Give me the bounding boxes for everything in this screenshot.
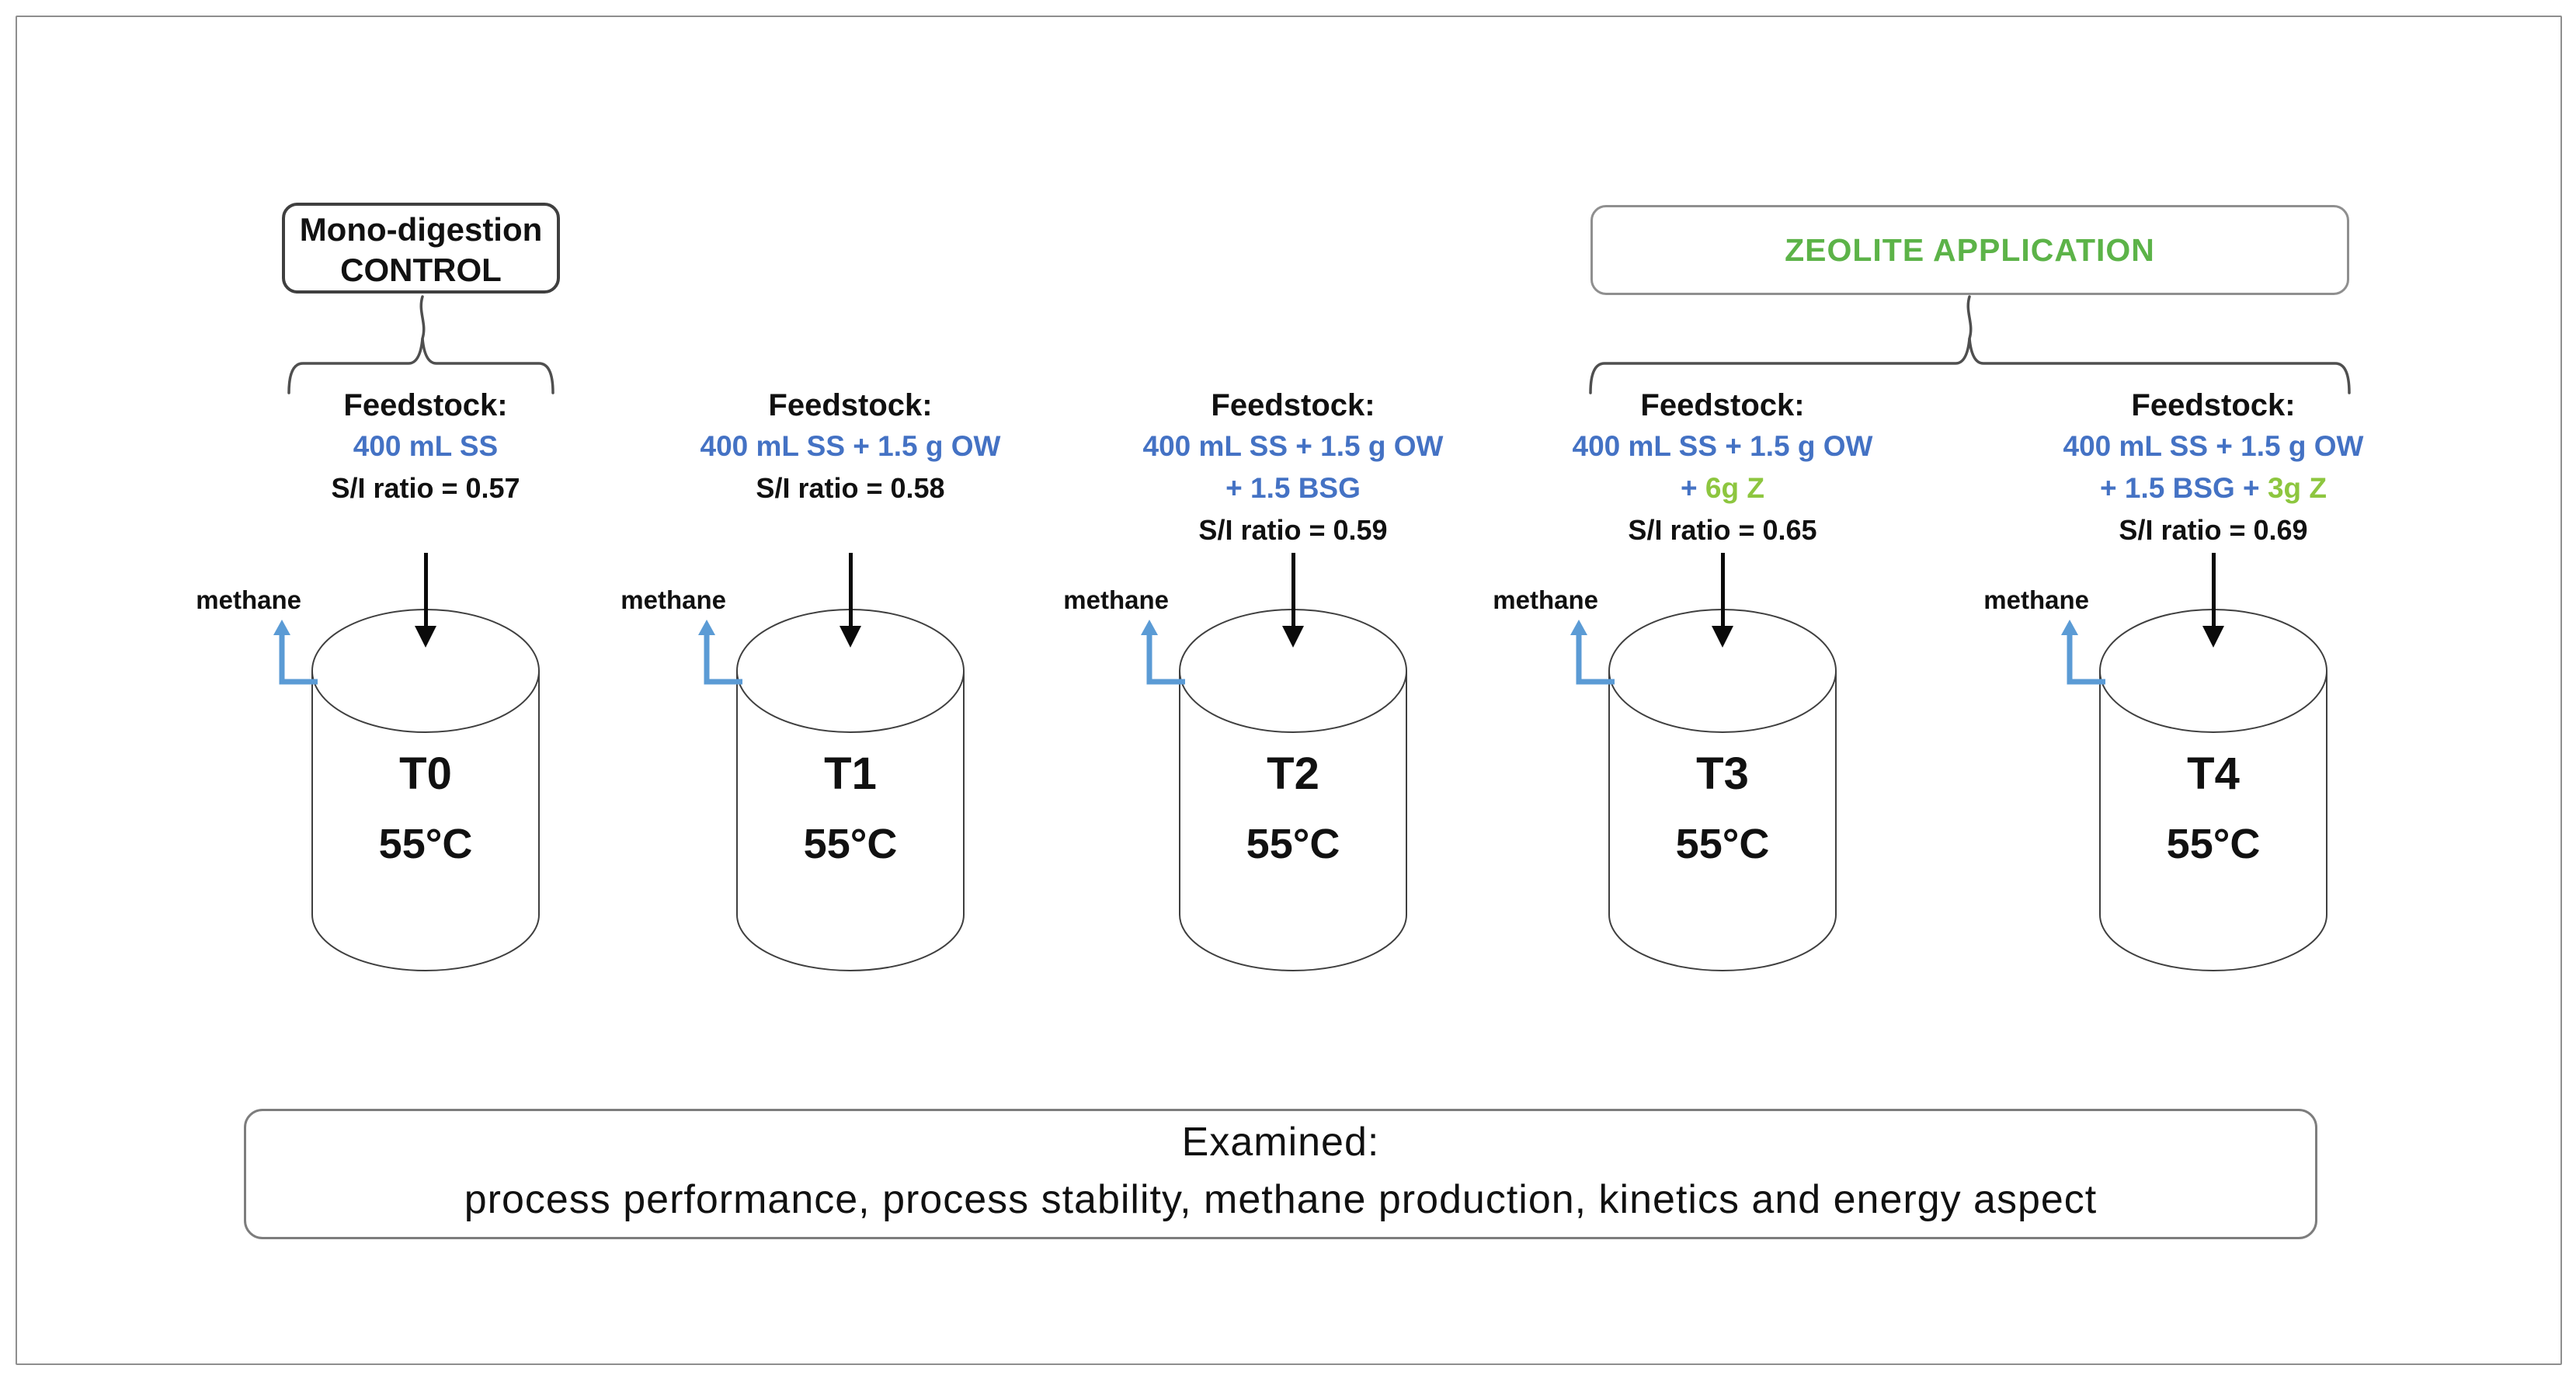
reactor-cylinder: T0 55°C methane bbox=[196, 585, 542, 995]
si-ratio-label: S/I ratio = 0.58 bbox=[756, 472, 945, 504]
methane-label: methane bbox=[1983, 585, 2089, 614]
examined-text: process performance, process stability, … bbox=[464, 1177, 2098, 1222]
feedstock-lines: 400 mL SS + 1.5 g OW + 1.5 BSG + 3g Z bbox=[2063, 426, 2364, 509]
zeolite-brace-connector bbox=[1966, 295, 1973, 340]
methane-outlet-arrow bbox=[698, 620, 742, 685]
feedstock-line: 400 mL SS + 1.5 g OW bbox=[1142, 430, 1444, 462]
reactor-cylinder: T1 55°C methane bbox=[621, 585, 967, 995]
feedstock-block: Feedstock: 400 mL SS + 1.5 g OW + 1.5 BSG… bbox=[1143, 385, 1444, 551]
feedstock-heading: Feedstock: bbox=[768, 388, 933, 422]
si-ratio-label: S/I ratio = 0.69 bbox=[2119, 514, 2308, 546]
feedstock-lines: 400 mL SS + 1.5 g OW + 6g Z bbox=[1573, 426, 1873, 509]
feedstock-line: 400 mL SS bbox=[353, 430, 499, 462]
feedstock-block: Feedstock: 400 mL SS + 1.5 g OW + 1.5 BSG… bbox=[2063, 385, 2364, 551]
si-ratio-label: S/I ratio = 0.59 bbox=[1198, 514, 1388, 546]
methane-label: methane bbox=[621, 585, 726, 614]
feedstock-block: Feedstock: 400 mL SS + 1.5 g OW + 6g Z S/… bbox=[1573, 385, 1873, 551]
feedstock-lines: 400 mL SS + 1.5 g OW + 1.5 BSG bbox=[1143, 426, 1444, 509]
control-group-label-line1: Mono-digestion bbox=[299, 211, 543, 248]
zeolite-group-box: ZEOLITE APPLICATION bbox=[1590, 205, 2349, 295]
si-ratio-label: S/I ratio = 0.65 bbox=[1628, 514, 1817, 546]
reactor-temperature: 55°C bbox=[378, 821, 473, 867]
methane-outlet-arrow bbox=[1570, 620, 1615, 685]
feedstock-block: Feedstock: 400 mL SS + 1.5 g OW S/I rati… bbox=[700, 385, 1001, 509]
reactor-temperature: 55°C bbox=[2166, 821, 2261, 867]
feedstock-line: + 6g Z bbox=[1681, 472, 1764, 504]
feedstock-line: 400 mL SS + 1.5 g OW bbox=[700, 430, 1001, 462]
reactor-temperature: 55°C bbox=[1675, 821, 1770, 867]
reactor-name: T0 bbox=[399, 749, 452, 799]
reactor-name: T3 bbox=[1696, 749, 1749, 799]
reactor-cylinder: T3 55°C methane bbox=[1493, 585, 1839, 995]
reactor-cylinder: T4 55°C methane bbox=[1983, 585, 2330, 995]
reactor-name: T4 bbox=[2187, 749, 2240, 799]
cylinder-shape bbox=[2099, 609, 2327, 971]
methane-outlet-arrow bbox=[2061, 620, 2105, 685]
feedstock-line: + 1.5 BSG bbox=[1225, 472, 1361, 504]
methane-outlet-arrow bbox=[273, 620, 318, 685]
si-ratio-label: S/I ratio = 0.57 bbox=[331, 472, 520, 504]
control-brace-connector bbox=[419, 295, 426, 340]
control-group-label-line2: CONTROL bbox=[340, 252, 502, 288]
reactor-cylinder: T2 55°C methane bbox=[1063, 585, 1410, 995]
feedstock-heading: Feedstock: bbox=[2131, 388, 2296, 422]
reactor-temperature: 55°C bbox=[1246, 821, 1340, 867]
zeolite-brace bbox=[1589, 338, 2351, 394]
reactor-name: T2 bbox=[1267, 749, 1319, 799]
feedstock-block: Feedstock: 400 mL SS S/I ratio = 0.57 bbox=[331, 385, 520, 509]
feedstock-line: + 1.5 BSG + 3g Z bbox=[2099, 472, 2327, 504]
feedstock-heading: Feedstock: bbox=[1211, 388, 1375, 422]
outer-frame bbox=[16, 16, 2562, 1365]
examined-box: Examined: process performance, process s… bbox=[244, 1109, 2317, 1239]
control-group-box: Mono-digestion CONTROL bbox=[282, 203, 560, 294]
zeolite-group-label: ZEOLITE APPLICATION bbox=[1785, 231, 2155, 268]
feedstock-heading: Feedstock: bbox=[1640, 388, 1805, 422]
feedstock-heading: Feedstock: bbox=[343, 388, 508, 422]
methane-outlet-arrow bbox=[1141, 620, 1185, 685]
feedstock-lines: 400 mL SS bbox=[331, 426, 520, 467]
methane-label: methane bbox=[1493, 585, 1598, 614]
feedstock-lines: 400 mL SS + 1.5 g OW bbox=[700, 426, 1001, 467]
reactor-name: T1 bbox=[824, 749, 877, 799]
feedstock-line: 400 mL SS + 1.5 g OW bbox=[2063, 430, 2364, 462]
examined-heading: Examined: bbox=[1181, 1120, 1380, 1165]
reactor-temperature: 55°C bbox=[803, 821, 898, 867]
control-brace bbox=[287, 338, 554, 394]
methane-label: methane bbox=[1063, 585, 1169, 614]
feedstock-line: 400 mL SS + 1.5 g OW bbox=[1572, 430, 1873, 462]
methane-label: methane bbox=[196, 585, 301, 614]
